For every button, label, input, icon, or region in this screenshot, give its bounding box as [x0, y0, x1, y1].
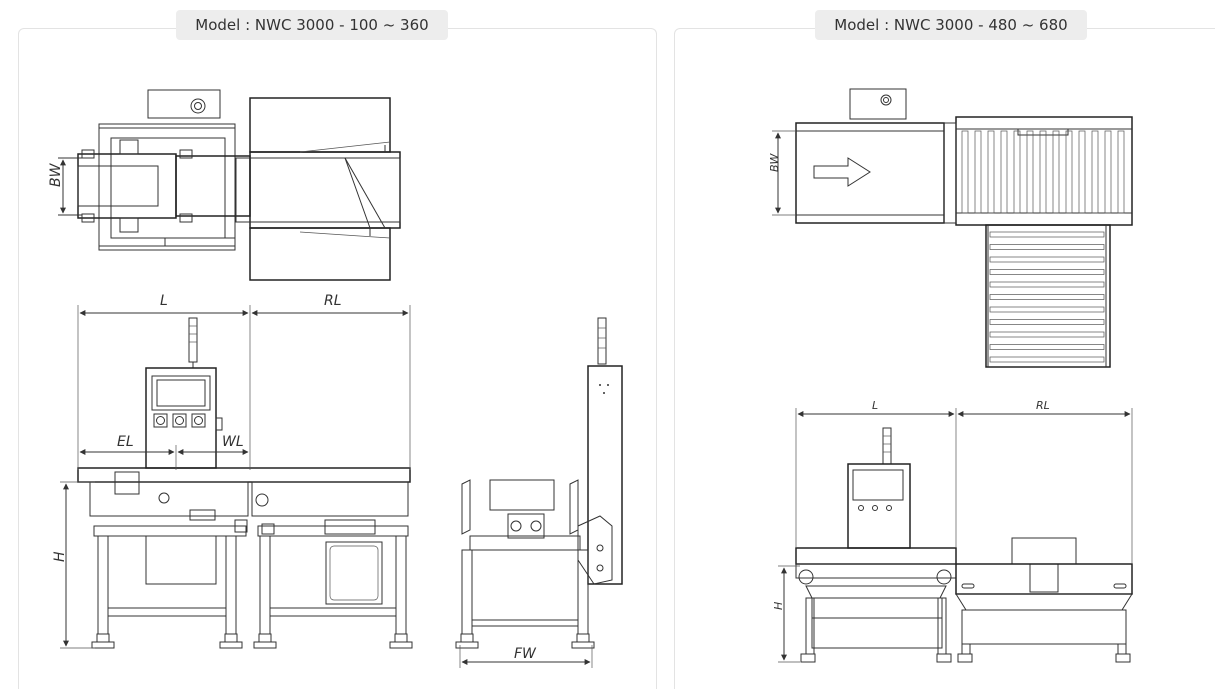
- roller: [974, 130, 982, 214]
- roller: [961, 130, 969, 214]
- right-front-view: [795, 427, 1133, 663]
- right-h-label: H: [772, 602, 785, 610]
- reject-roller: [989, 344, 1105, 350]
- roller: [1052, 130, 1060, 214]
- reject-roller: [989, 331, 1105, 338]
- roller: [1117, 130, 1125, 214]
- right-l-label: L: [872, 399, 878, 412]
- roller: [987, 130, 995, 214]
- roller: [1078, 130, 1086, 214]
- left-el-label: EL: [117, 434, 134, 450]
- reject-roller: [989, 231, 1105, 238]
- model-tab-left: Model : NWC 3000 - 100 ~ 360: [176, 10, 448, 40]
- right-rl-label: RL: [1036, 399, 1050, 412]
- left-l-label: L: [160, 293, 168, 309]
- left-h-label: H: [52, 551, 68, 562]
- roller: [1091, 130, 1099, 214]
- right-reject-conveyor: [985, 224, 1111, 368]
- left-wl-label: WL: [222, 434, 244, 450]
- right-front-dimensions: L RL H: [772, 399, 1133, 663]
- left-fw-label: FW: [514, 646, 537, 662]
- reject-roller: [989, 306, 1105, 313]
- reject-roller: [989, 256, 1105, 263]
- roller: [1000, 130, 1008, 214]
- reject-roller: [989, 356, 1105, 363]
- right-top-rollers: [961, 130, 1125, 214]
- left-front-dimensions: L RL EL WL H: [52, 293, 411, 649]
- reject-roller: [989, 281, 1105, 288]
- left-front-view: [77, 317, 413, 649]
- model-tab-right: Model : NWC 3000 - 480 ~ 680: [815, 10, 1087, 40]
- roller: [1026, 130, 1034, 214]
- reject-roller: [989, 294, 1105, 300]
- roller: [1104, 130, 1112, 214]
- roller: [1065, 130, 1073, 214]
- roller: [1013, 130, 1021, 214]
- reject-roller: [989, 269, 1105, 275]
- right-bw-label: BW: [768, 152, 781, 172]
- left-bw-label: BW: [48, 162, 64, 187]
- reject-roller: [989, 244, 1105, 250]
- reject-roller: [989, 319, 1105, 325]
- roller: [1039, 130, 1047, 214]
- left-fw-dimension: FW: [459, 645, 593, 668]
- left-top-view: [77, 89, 401, 281]
- right-reject-rollers: [989, 231, 1105, 363]
- left-side-view: [455, 317, 623, 649]
- left-bw-dimension: BW: [48, 157, 82, 216]
- right-top-view: [795, 88, 1133, 226]
- left-rl-label: RL: [324, 293, 342, 309]
- right-bw-dimension: BW: [768, 130, 796, 216]
